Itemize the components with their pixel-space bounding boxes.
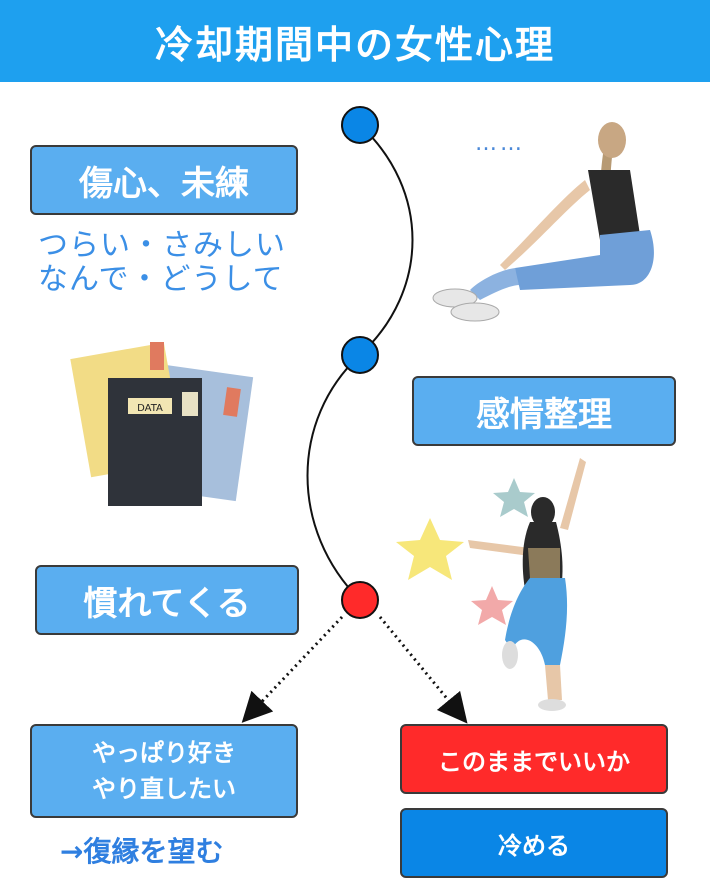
branch-arrow-left — [241, 615, 344, 723]
stage1-feeling-line1: つらい・さみしい — [38, 228, 286, 263]
star-teal — [493, 478, 535, 517]
outcome-cool-down: 冷める — [400, 808, 668, 878]
page-title: 冷却期間中の女性心理 — [0, 0, 710, 82]
sitting-woman-illustration — [432, 122, 654, 322]
outcome-reconcile-text: →復縁を望む — [60, 835, 224, 868]
timeline-node-2 — [341, 336, 379, 374]
outcome-still-love: やっぱり好き やり直したい — [30, 724, 298, 818]
stage-label-heartbreak: 傷心、未練 — [30, 145, 298, 215]
star-yellow — [396, 518, 464, 580]
stage-label-sorting-feelings: 感情整理 — [412, 376, 676, 446]
ellipsis-text: …… — [475, 131, 525, 156]
outcome-fine-as-is: このままでいいか — [400, 724, 668, 794]
timeline-node-1 — [341, 106, 379, 144]
star-pink — [471, 586, 513, 625]
data-label: DATA — [137, 403, 163, 414]
stage-label-getting-used: 慣れてくる — [35, 565, 299, 635]
stage1-feeling-line2: なんで・どうして — [38, 262, 284, 297]
notebooks-illustration: DATA — [70, 342, 254, 506]
branch-arrow-right — [378, 616, 468, 724]
timeline-node-3 — [341, 581, 379, 619]
outcome-still-love-line1: やっぱり好き — [92, 739, 236, 767]
dancing-woman-illustration — [396, 458, 586, 711]
outcome-still-love-line2: やり直したい — [92, 775, 236, 803]
